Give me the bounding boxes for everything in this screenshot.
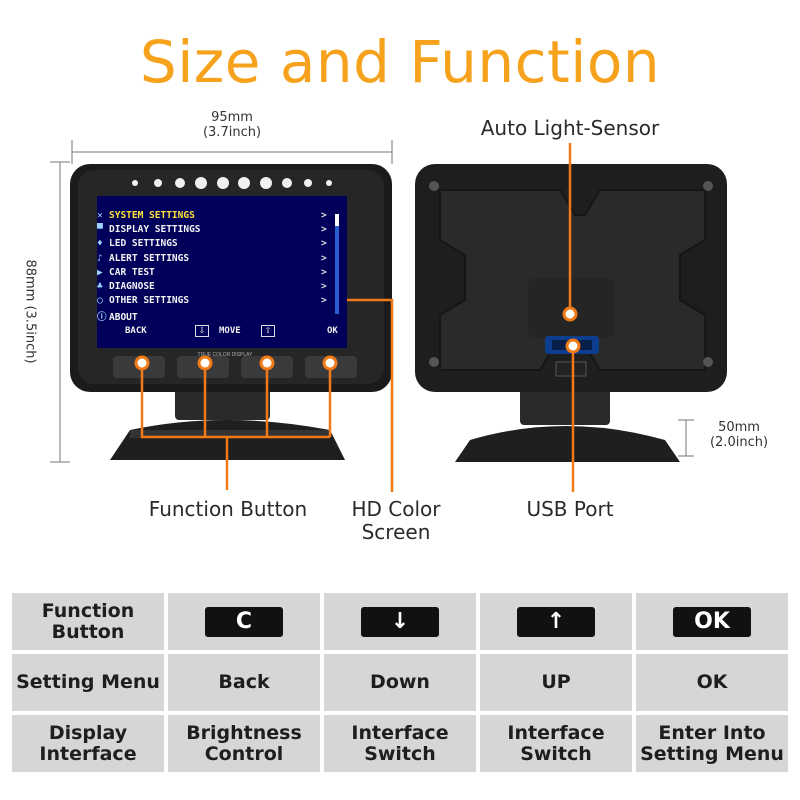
menu-item-label: ABOUT — [109, 312, 138, 324]
menu-scrollbar-thumb — [335, 214, 339, 226]
table-row: Display Interface Brightness Control Int… — [12, 715, 788, 772]
flag-icon: ▶ — [97, 266, 103, 278]
wrench-icon: ✕ — [97, 210, 103, 221]
up-key-icon: ↑ — [517, 606, 595, 637]
hd-screen-label: HD Color Screen — [338, 498, 454, 544]
chevron-right-icon: > — [321, 281, 327, 292]
stand-mm: 50mm — [718, 420, 760, 435]
menu-item: ▶ CAR TEST > — [97, 266, 327, 281]
footer-move: MOVE — [219, 326, 241, 336]
table-cell: Interface Switch — [324, 715, 476, 772]
width-dimension-line — [71, 140, 393, 164]
table-row: Setting Menu Back Down UP OK — [12, 654, 788, 711]
menu-scrollbar — [335, 214, 339, 314]
chevron-right-icon: > — [321, 210, 327, 221]
chevron-right-icon: > — [321, 295, 327, 307]
menu-item-label: ALERT SETTINGS — [109, 252, 190, 264]
stand-inch: (2.0inch) — [709, 435, 769, 450]
info-icon: ⓘ — [97, 312, 107, 324]
down-key-icon: ↓ — [361, 606, 439, 637]
menu-item: ♦ LED SETTINGS > — [97, 238, 327, 252]
led-indicator-row — [132, 177, 332, 189]
page-title: Size and Function — [139, 28, 661, 96]
chevron-right-icon: > — [321, 266, 327, 278]
table-cell: ↑ — [480, 593, 632, 650]
table-cell: Back — [168, 654, 320, 711]
width-label: 95mm (3.7inch) — [162, 110, 302, 140]
height-label: 88mm (3.5inch) — [23, 252, 38, 372]
table-cell: ↓ — [324, 593, 476, 650]
c-key-icon: C — [205, 606, 283, 637]
chevron-right-icon: > — [321, 238, 327, 250]
width-inch: (3.7inch) — [202, 125, 262, 140]
screen-tagline: TRUE COLOR DISPLAY — [197, 352, 253, 358]
callout-lines — [140, 143, 575, 492]
table-row: Function Button C ↓ ↑ OK — [12, 593, 788, 650]
menu-item-label: SYSTEM SETTINGS — [109, 210, 195, 221]
chevron-right-icon: > — [321, 252, 327, 264]
table-cell: Brightness Control — [168, 715, 320, 772]
width-mm: 95mm — [211, 110, 253, 125]
menu-item: ✕ SYSTEM SETTINGS > — [97, 210, 327, 224]
table-cell: Enter Into Setting Menu — [636, 715, 788, 772]
footer-ok: OK — [327, 326, 338, 336]
bulb-icon: ♦ — [97, 238, 103, 250]
table-cell: Display Interface — [12, 715, 164, 772]
menu-item: ♪ ALERT SETTINGS > — [97, 252, 327, 267]
height-mm: 88mm — [22, 259, 38, 302]
device-screen: ✕ SYSTEM SETTINGS > ▀ DISPLAY SETTINGS > ♦ LED … — [97, 196, 347, 348]
power-icon: ◯ — [97, 295, 103, 307]
function-button-label: Function Button — [148, 497, 308, 521]
hd-screen-line2: Screen — [361, 520, 431, 544]
menu-item: ♣ DIAGNOSE > — [97, 281, 327, 295]
table-cell: Down — [324, 654, 476, 711]
height-dimension-line — [50, 161, 70, 463]
bell-icon: ♪ — [97, 252, 103, 264]
table-cell: C — [168, 593, 320, 650]
footer-down-icon: ⇩ — [195, 325, 209, 337]
table-cell: Function Button — [12, 593, 164, 650]
function-table: Function Button C ↓ ↑ OK Setting Menu Ba… — [8, 589, 792, 776]
table-cell: OK — [636, 654, 788, 711]
car-icon: ♣ — [97, 281, 103, 292]
menu-item-label: LED SETTINGS — [109, 238, 178, 250]
table-cell: UP — [480, 654, 632, 711]
table-cell: OK — [636, 593, 788, 650]
footer-up-icon: ⇧ — [261, 325, 275, 337]
stand-height-label: 50mm (2.0inch) — [694, 420, 784, 450]
light-sensor-label: Auto Light-Sensor — [480, 116, 660, 140]
usb-port-label: USB Port — [526, 497, 614, 521]
back-stand — [455, 380, 680, 462]
table-cell: Setting Menu — [12, 654, 164, 711]
menu-item: ▀ DISPLAY SETTINGS > — [97, 224, 327, 238]
hd-screen-line1: HD Color — [351, 497, 441, 521]
table-cell: Interface Switch — [480, 715, 632, 772]
menu-item-label: DIAGNOSE — [109, 281, 155, 292]
menu-item: ◯ OTHER SETTINGS > — [97, 295, 327, 309]
footer-back: BACK — [125, 326, 147, 336]
menu-item-label: OTHER SETTINGS — [109, 295, 190, 307]
stand-dimension-line — [678, 419, 694, 457]
monitor-icon: ▀ — [97, 224, 103, 236]
chevron-right-icon: > — [321, 224, 327, 236]
menu-item-label: CAR TEST — [109, 266, 155, 278]
ok-key-icon: OK — [673, 606, 751, 637]
height-inch: (3.5inch) — [22, 305, 38, 364]
menu-item-label: DISPLAY SETTINGS — [109, 224, 201, 236]
